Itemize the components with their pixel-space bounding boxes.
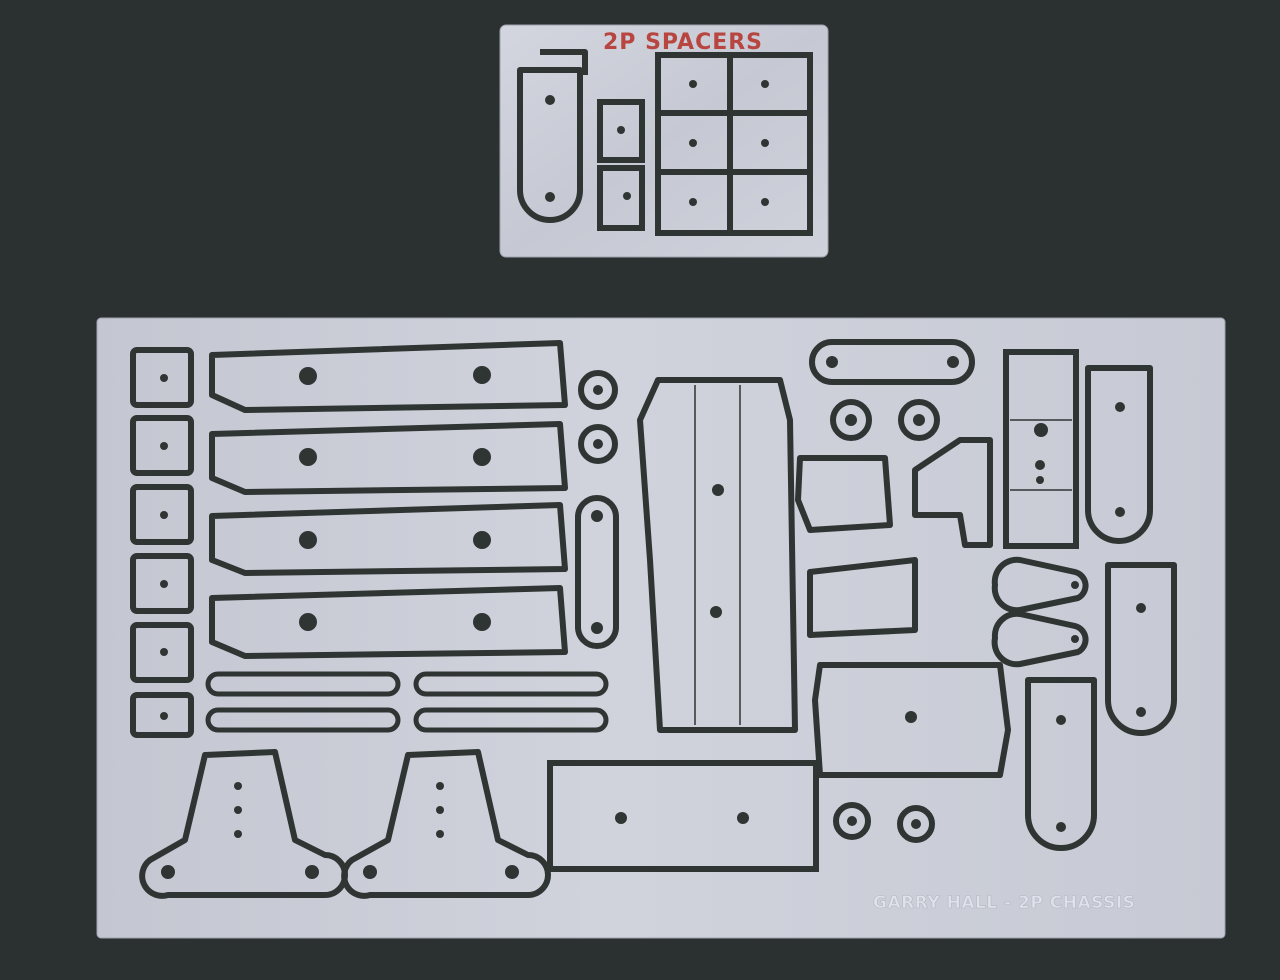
spacer-small-squares: [597, 99, 645, 231]
chassis-fret-label: GARRY HALL - 2P CHASSIS: [873, 893, 1135, 913]
chassis-fret-sheet: [96, 317, 1226, 939]
washers-center: [575, 370, 619, 649]
bracket-pieces: [795, 437, 1011, 778]
link-bar-top-right: [809, 339, 975, 385]
thin-link-bars: [205, 671, 609, 733]
spacer-grid: [655, 52, 813, 236]
spacer-long-tab: [517, 49, 588, 223]
crank-pieces: [991, 556, 1089, 668]
spacer-fret: 2P SPACERS: [499, 24, 829, 258]
tall-divided-plate: [1003, 349, 1079, 549]
hanger-tabs: [1025, 365, 1177, 851]
frame-side-plates: [209, 340, 568, 659]
stretcher-plates: [139, 749, 551, 899]
base-plate: [547, 760, 819, 872]
left-square-spacers: [130, 347, 194, 738]
washers-right: [830, 399, 940, 843]
chassis-fret: GARRY HALL - 2P CHASSIS: [96, 317, 1226, 939]
chassis-spine: [637, 377, 798, 733]
spacer-fret-label: 2P SPACERS: [603, 30, 763, 55]
